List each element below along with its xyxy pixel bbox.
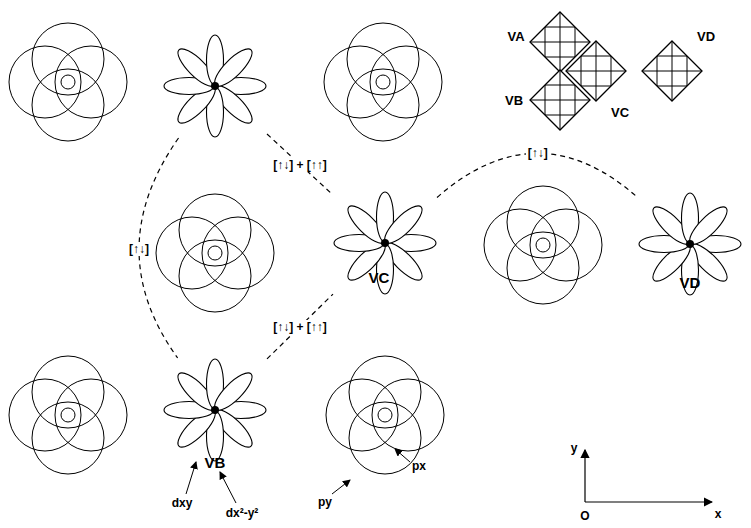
spin-label: [↑↓] [526,146,550,160]
axis-label: O [580,509,589,523]
spin-label: [↑↓] + [↑↑] [271,320,329,334]
d-orbital-lobes [163,34,267,138]
orbital-label: py [318,495,332,509]
d-orbital-lobes [163,358,267,462]
orbital-label: px [412,459,426,473]
vanadium-atom: VA [163,34,267,138]
vanadium-atom: VC [333,191,437,295]
inset-atom-label: VB [505,93,523,108]
exchange-path [267,134,333,195]
atom-label: VB [205,454,226,471]
orbital-label: dxy [172,496,193,510]
atom-label: VC [369,269,390,286]
orbital-label: dx²-y² [226,506,259,520]
vanadium-atom: VD [638,192,742,296]
spin-label: [↑↓] [127,242,151,256]
atom-label: VD [680,274,701,291]
axis-label: x [715,507,722,521]
axis-label: y [571,441,578,455]
inset-atom-label: VD [697,29,715,44]
vanadium-atom: VB [163,358,267,462]
inset-atom-label: VA [507,29,524,44]
spin-label: [↑↓] + [↑↑] [271,158,329,172]
exchange-path [267,294,333,359]
inset-atom-label: VC [611,105,629,120]
